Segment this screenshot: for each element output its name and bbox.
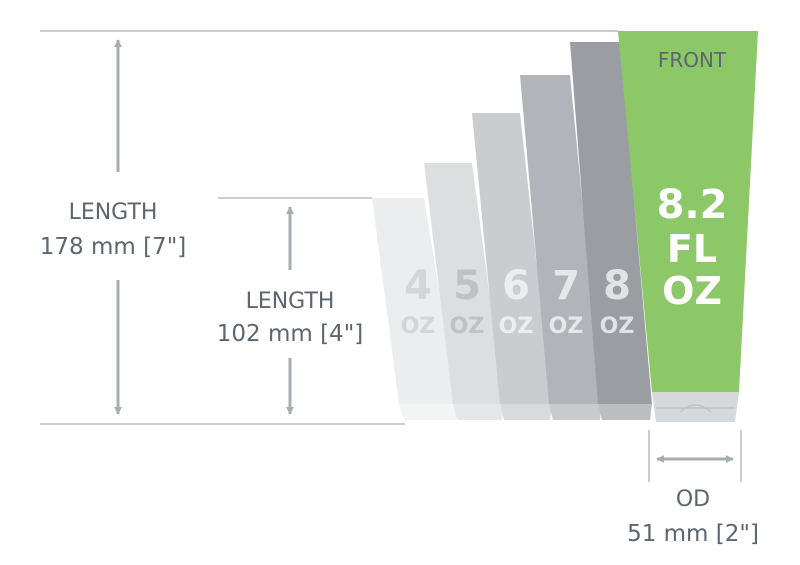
tube-6oz-size: 6 [502, 263, 530, 309]
od-title: OD [676, 487, 710, 512]
length-short-value: 102 mm [4"] [217, 321, 364, 347]
tube-8oz-unit: OZ [600, 314, 635, 339]
tube-front: FRONT 8.2 FL OZ [618, 31, 758, 422]
front-size: 8.2 [657, 182, 728, 228]
tube-4oz-size: 4 [404, 263, 432, 309]
length-long-title: LENGTH [69, 200, 158, 225]
front-unit-1: FL [667, 227, 717, 271]
tube-6oz-unit: OZ [499, 314, 534, 339]
tube-7oz: 7 OZ [520, 75, 602, 420]
tube-8oz-size: 8 [603, 263, 631, 309]
tube-5oz-size: 5 [453, 263, 481, 309]
front-tag: FRONT [658, 48, 727, 72]
tube-4oz-unit: OZ [401, 314, 436, 339]
length-long-value: 178 mm [7"] [40, 234, 187, 260]
tube-7oz-unit: OZ [549, 314, 584, 339]
tube-7oz-size: 7 [552, 263, 580, 309]
tube-8oz: 8 OZ [570, 42, 652, 420]
length-short-title: LENGTH [246, 289, 335, 314]
od-value: 51 mm [2"] [627, 521, 759, 547]
tube-5oz: 5 OZ [424, 163, 504, 420]
front-unit-2: OZ [662, 269, 722, 313]
tube-5oz-unit: OZ [450, 314, 485, 339]
tube-6oz: 6 OZ [472, 113, 552, 420]
tube-4oz: 4 OZ [372, 198, 458, 420]
